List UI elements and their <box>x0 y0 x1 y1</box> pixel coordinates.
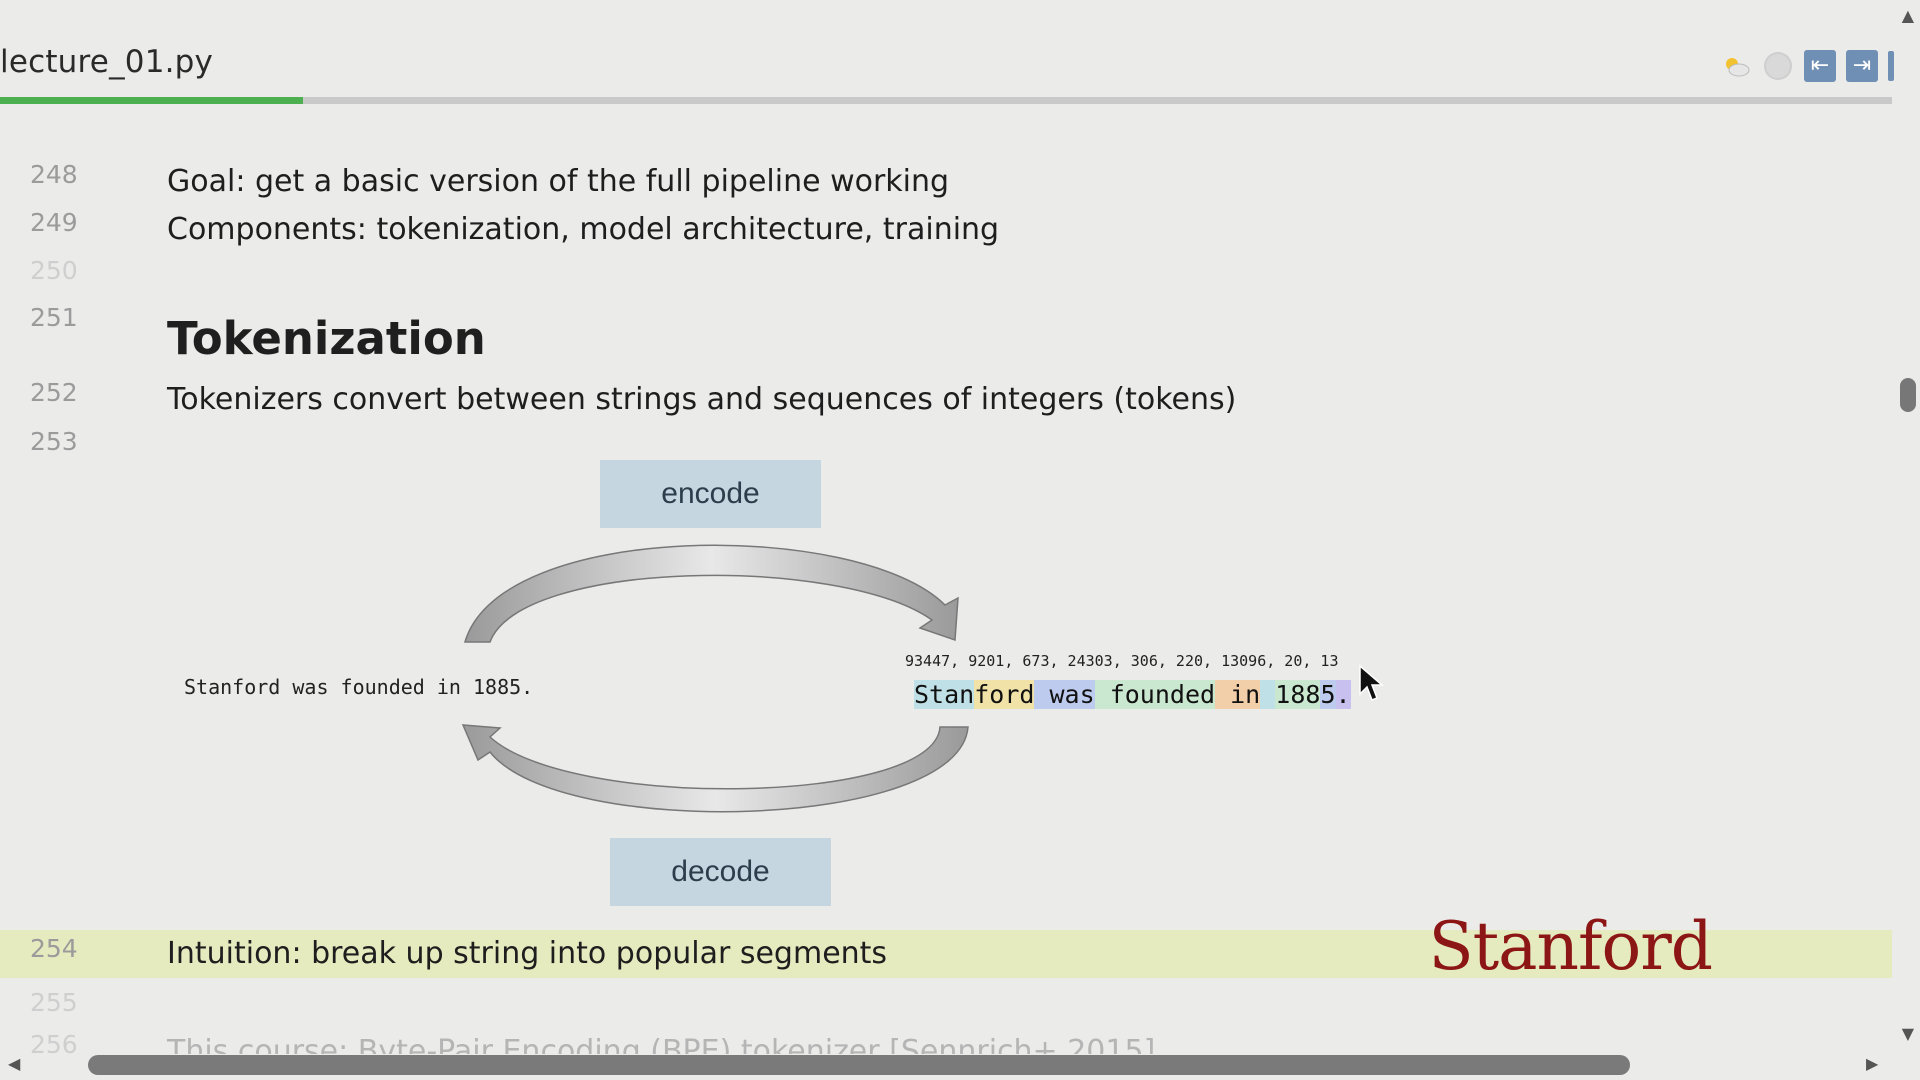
line-text: Intuition: break up string into popular … <box>167 936 888 971</box>
token-ids: 93447, 9201, 673, 24303, 306, 220, 13096… <box>905 652 1339 670</box>
line-text: Goal: get a basic version of the full pi… <box>167 164 950 199</box>
line-text: Tokenizers convert between strings and s… <box>167 382 1237 417</box>
weather-icon[interactable] <box>1720 50 1752 82</box>
line-text: Components: tokenization, model architec… <box>167 212 1000 247</box>
panel-toggle-icon[interactable] <box>1888 51 1894 81</box>
scroll-left-icon[interactable]: ◀ <box>8 1054 21 1073</box>
line-number: 254 <box>30 934 78 963</box>
line-text: This course: Byte-Pair Encoding (BPE) to… <box>167 1034 1156 1054</box>
line-number: 248 <box>30 160 78 189</box>
decode-arrow <box>461 724 969 813</box>
line-number: 253 <box>30 427 78 456</box>
token: . <box>1335 680 1351 709</box>
token: 5 <box>1320 680 1336 709</box>
input-string: Stanford was founded in 1885. <box>184 675 534 699</box>
line-number: 255 <box>30 988 78 1017</box>
mouse-cursor-icon <box>1359 664 1384 701</box>
stanford-logo: Stanford <box>1428 908 1713 985</box>
encode-arrow <box>464 544 959 643</box>
circle-icon[interactable] <box>1762 50 1794 82</box>
line-number: 252 <box>30 378 78 407</box>
horizontal-scrollbar-thumb[interactable] <box>88 1055 1630 1075</box>
arrow-left-icon[interactable]: ⇤ <box>1804 50 1836 82</box>
token-row: Stanford was founded in 1885. <box>914 680 1351 709</box>
line-number: 256 <box>30 1030 78 1054</box>
vertical-scrollbar-thumb[interactable] <box>1900 378 1916 412</box>
token: Stan <box>914 680 975 709</box>
decode-box: decode <box>610 838 831 906</box>
arrow-right-icon[interactable]: ⇥ <box>1846 50 1878 82</box>
file-title: lecture_01.py <box>0 44 214 80</box>
token: 188 <box>1275 680 1321 709</box>
encode-box: encode <box>600 460 821 528</box>
progress-bar <box>0 97 1892 104</box>
token: in <box>1215 680 1261 709</box>
section-heading: Tokenization <box>167 312 486 365</box>
line-number: 251 <box>30 303 78 332</box>
code-line-current: 254 Intuition: break up string into popu… <box>0 930 1892 978</box>
line-number: 249 <box>30 208 78 237</box>
scroll-right-icon[interactable]: ▶ <box>1866 1054 1879 1073</box>
token: was <box>1034 680 1095 709</box>
code-line: 256 This course: Byte-Pair Encoding (BPE… <box>0 1030 1892 1054</box>
toolbar: ⇤ ⇥ <box>1720 50 1894 82</box>
scroll-down-icon[interactable]: ▼ <box>1901 1024 1914 1043</box>
token <box>1260 680 1276 709</box>
token: ford <box>974 680 1035 709</box>
line-number: 250 <box>30 256 78 285</box>
token: founded <box>1094 680 1216 709</box>
progress-fill <box>0 97 303 104</box>
scroll-up-icon[interactable]: ▲ <box>1901 6 1914 25</box>
